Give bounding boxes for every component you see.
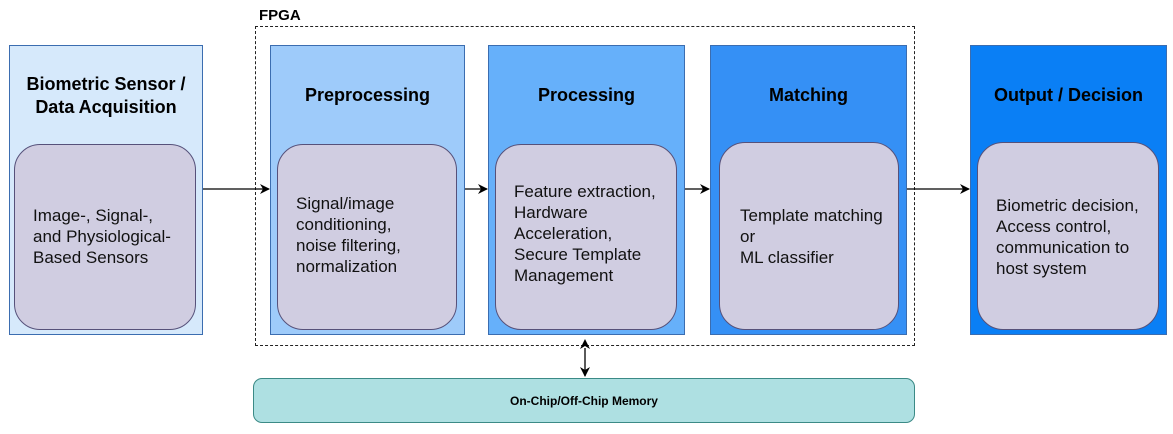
preprocessing-stage-body: Signal/image conditioning, noise filteri… xyxy=(296,194,401,276)
sensor-stage-inner: Image-, Signal-, and Physiological- Base… xyxy=(14,144,196,330)
preprocessing-stage-title: Preprocessing xyxy=(304,85,431,105)
output-stage-title: Output / Decision xyxy=(993,85,1143,105)
preprocessing-stage-box: Preprocessing Signal/image conditioning,… xyxy=(270,45,465,335)
preprocessing-stage-inner: Signal/image conditioning, noise filteri… xyxy=(277,144,457,330)
processing-stage-body: Feature extraction, Hardware Acceleratio… xyxy=(514,182,656,285)
memory-label: On-Chip/Off-Chip Memory xyxy=(510,393,658,408)
memory-block: On-Chip/Off-Chip Memory xyxy=(253,378,915,423)
processing-stage-inner: Feature extraction, Hardware Acceleratio… xyxy=(495,144,677,330)
sensor-stage-title: Biometric Sensor / Data Acquisition xyxy=(26,74,186,117)
output-stage-body: Biometric decision, Access control, comm… xyxy=(996,196,1139,278)
fpga-label: FPGA xyxy=(259,7,301,24)
matching-stage-box: Matching Template matching or ML classif… xyxy=(710,45,907,335)
matching-stage-inner: Template matching or ML classifier xyxy=(719,142,899,330)
output-stage-inner: Biometric decision, Access control, comm… xyxy=(977,142,1159,330)
processing-stage-title: Processing xyxy=(537,85,636,105)
matching-stage-title: Matching xyxy=(769,85,848,105)
sensor-stage-box: Biometric Sensor / Data Acquisition Imag… xyxy=(9,45,203,335)
matching-stage-body: Template matching or ML classifier xyxy=(740,206,883,267)
sensor-stage-body: Image-, Signal-, and Physiological- Base… xyxy=(33,206,171,267)
processing-stage-box: Processing Feature extraction, Hardware … xyxy=(488,45,685,335)
output-stage-box: Output / Decision Biometric decision, Ac… xyxy=(970,45,1167,335)
